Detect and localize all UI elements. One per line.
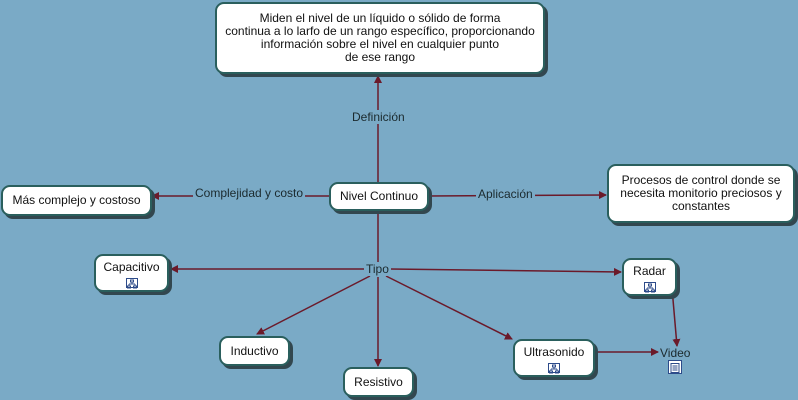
concept-map-resource-icon[interactable] [643,282,656,293]
radar-concept[interactable]: Radar [622,258,677,296]
definition-concept[interactable]: Miden el nivel de un líquido o sólido de… [215,2,545,74]
linking-phrase-complejidad[interactable]: Complejidad y costo [193,186,306,200]
concept-map-resource-icon[interactable] [548,363,560,374]
capacitivo-label: Capacitivo [103,260,160,274]
connector-radar-video [667,280,681,347]
complexity-concept[interactable]: Más complejo y costoso [1,185,152,216]
concept-map-resource-icon[interactable] [125,278,138,289]
application-concept[interactable]: Procesos de control donde se necesita mo… [607,164,795,223]
resistivo-label: Resistivo [354,374,403,389]
linking-phrase-tipo[interactable]: Tipo [364,262,391,276]
linking-phrase-aplicacion[interactable]: Aplicación [476,187,535,201]
central-concept[interactable]: Nivel Continuo [329,182,429,211]
ultrasonido-label: Ultrasonido [523,345,585,359]
central-concept-label: Nivel Continuo [339,189,419,203]
inductivo-concept[interactable]: Inductivo [219,336,290,366]
document-resource-icon[interactable] [668,360,682,374]
linking-phrase-definicion[interactable]: Definición [350,110,407,124]
resistivo-concept[interactable]: Resistivo [343,367,414,397]
definition-text: Miden el nivel de un líquido o sólido de… [225,11,535,64]
connector-tipo-ultrasonido [385,275,513,340]
radar-label: Radar [633,264,666,278]
complexity-text: Más complejo y costoso [12,193,141,207]
linking-phrase-video[interactable]: Video [660,346,691,360]
ultrasonido-concept[interactable]: Ultrasonido [513,339,595,377]
capacitivo-concept[interactable]: Capacitivo [94,254,169,292]
connector-tipo-radar [389,267,622,276]
connector-tipo-inductivo [256,275,371,335]
inductivo-label: Inductivo [230,343,279,358]
application-text: Procesos de control donde se necesita mo… [620,173,782,213]
